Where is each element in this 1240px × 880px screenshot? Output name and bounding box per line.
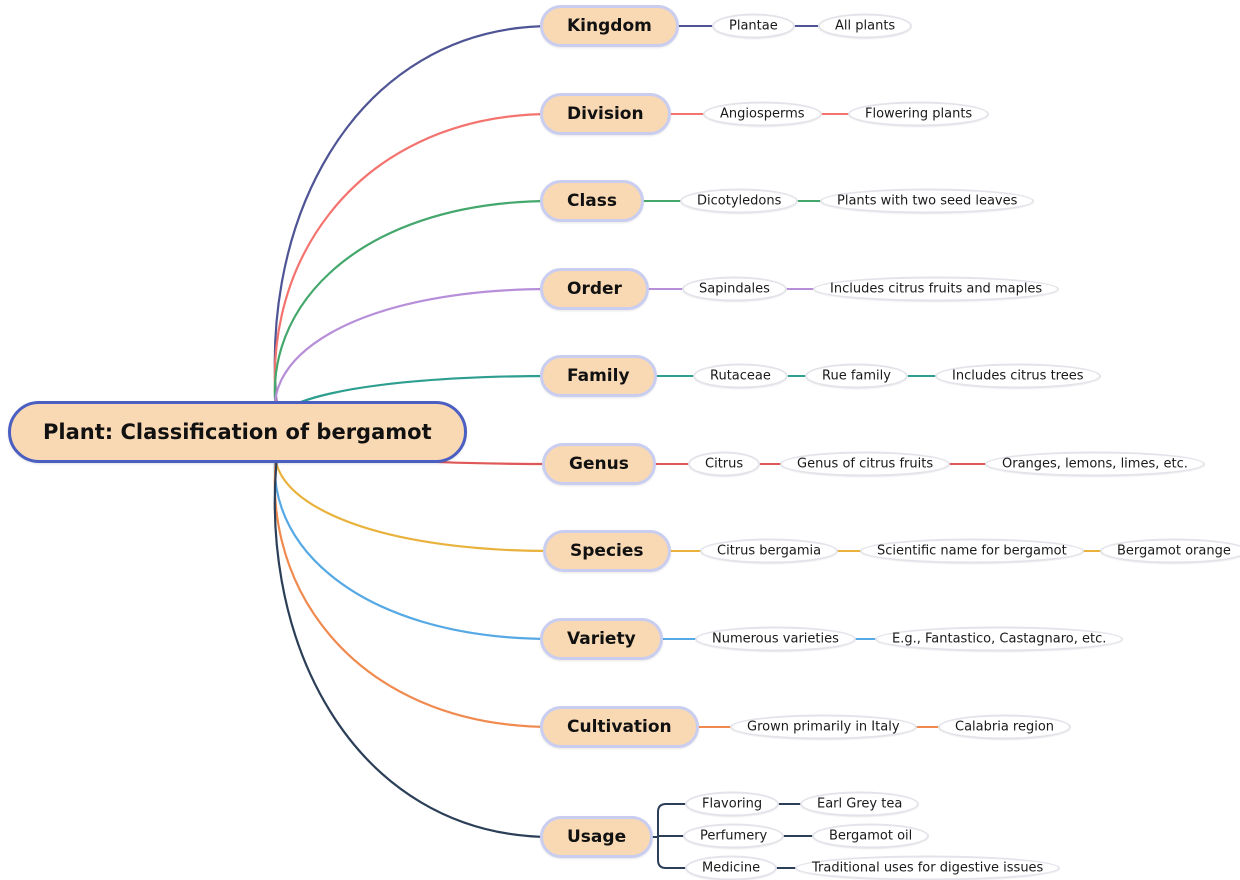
leaf-node-rue-family[interactable]: Rue family <box>805 363 908 389</box>
leaf-node-label: Citrus <box>705 456 744 472</box>
leaf-node-label: Sapindales <box>699 281 770 297</box>
branch-node-cultivation[interactable]: Cultivation <box>540 706 699 748</box>
branch-node-label: Family <box>567 366 630 386</box>
leaf-node-bergamot-oil[interactable]: Bergamot oil <box>812 823 930 849</box>
leaf-node-label: Flavoring <box>702 796 763 812</box>
leaf-node-flavoring[interactable]: Flavoring <box>685 791 780 817</box>
branch-node-species[interactable]: Species <box>543 530 671 572</box>
leaf-node-label: Scientific name for bergamot <box>877 543 1067 559</box>
branch-node-usage[interactable]: Usage <box>540 816 654 858</box>
leaf-node-oranges-lemons-limes[interactable]: Oranges, lemons, limes, etc. <box>985 451 1205 477</box>
leaf-node-variety-examples[interactable]: E.g., Fantastico, Castagnaro, etc. <box>875 626 1124 652</box>
leaf-node-label: Citrus bergamia <box>717 543 822 559</box>
leaf-node-traditional-uses[interactable]: Traditional uses for digestive issues <box>795 855 1061 880</box>
branch-node-label: Class <box>567 191 618 211</box>
leaf-node-label: Bergamot orange <box>1117 543 1231 559</box>
branch-node-label: Kingdom <box>567 16 652 36</box>
leaf-node-bergamot-orange[interactable]: Bergamot orange <box>1100 538 1240 564</box>
branch-curve-division <box>273 112 554 434</box>
leaf-node-citrus-and-maples[interactable]: Includes citrus fruits and maples <box>813 276 1060 302</box>
leaf-node-citrus-bergamia[interactable]: Citrus bergamia <box>700 538 839 564</box>
branch-node-class[interactable]: Class <box>540 180 645 222</box>
leaf-node-label: Calabria region <box>955 719 1055 735</box>
branch-node-label: Cultivation <box>567 717 672 737</box>
leaf-node-label: Medicine <box>702 860 761 876</box>
leaf-node-label: Includes citrus trees <box>952 368 1084 384</box>
leaf-node-rutaceae[interactable]: Rutaceae <box>693 363 788 389</box>
leaf-node-scientific-name[interactable]: Scientific name for bergamot <box>860 538 1084 564</box>
branch-node-variety[interactable]: Variety <box>540 618 663 660</box>
branch-node-label: Species <box>570 541 644 561</box>
leaf-node-label: Perfumery <box>700 828 768 844</box>
branch-node-label: Order <box>567 279 622 299</box>
leaf-node-calabria-region[interactable]: Calabria region <box>938 714 1072 740</box>
leaf-node-label: Plantae <box>729 18 778 34</box>
leaf-node-all-plants[interactable]: All plants <box>818 13 913 39</box>
leaf-node-genus-of-citrus-fruits[interactable]: Genus of citrus fruits <box>780 451 951 477</box>
leaf-node-perfumery[interactable]: Perfumery <box>683 823 785 849</box>
leaf-node-angiosperms[interactable]: Angiosperms <box>703 101 822 127</box>
leaf-node-earl-grey-tea[interactable]: Earl Grey tea <box>800 791 920 817</box>
leaf-node-label: Includes citrus fruits and maples <box>830 281 1043 297</box>
root-node-label: Plant: Classification of bergamot <box>43 420 432 444</box>
leaf-node-label: Genus of citrus fruits <box>797 456 934 472</box>
leaf-node-includes-citrus-trees[interactable]: Includes citrus trees <box>935 363 1101 389</box>
branch-node-kingdom[interactable]: Kingdom <box>540 5 679 47</box>
leaf-node-flowering-plants[interactable]: Flowering plants <box>848 101 990 127</box>
branch-curve-cultivation <box>273 430 554 729</box>
leaf-node-sapindales[interactable]: Sapindales <box>682 276 787 302</box>
leaf-node-plantae[interactable]: Plantae <box>712 13 795 39</box>
leaf-node-label: Angiosperms <box>720 106 805 122</box>
branch-curve-class <box>273 199 554 434</box>
leaf-node-label: Rutaceae <box>710 368 771 384</box>
leaf-node-label: E.g., Fantastico, Castagnaro, etc. <box>892 631 1107 647</box>
leaf-node-label: Dicotyledons <box>697 193 782 209</box>
leaf-node-grown-in-italy[interactable]: Grown primarily in Italy <box>730 714 917 740</box>
branch-curve-kingdom <box>273 24 554 434</box>
branch-node-division[interactable]: Division <box>540 93 671 135</box>
branch-node-label: Division <box>567 104 644 124</box>
branch-node-label: Usage <box>567 827 627 847</box>
leaf-node-label: Flowering plants <box>865 106 973 122</box>
leaf-node-citrus[interactable]: Citrus <box>688 451 761 477</box>
leaf-node-label: Traditional uses for digestive issues <box>812 860 1044 876</box>
branch-node-label: Genus <box>569 454 629 474</box>
branch-curve-usage <box>273 430 554 839</box>
leaf-node-dicotyledons[interactable]: Dicotyledons <box>680 188 799 214</box>
leaf-node-label: All plants <box>835 18 896 34</box>
leaf-node-label: Grown primarily in Italy <box>747 719 900 735</box>
leaf-node-label: Numerous varieties <box>712 631 839 647</box>
leaf-node-numerous-varieties[interactable]: Numerous varieties <box>695 626 856 652</box>
branch-node-order[interactable]: Order <box>540 268 649 310</box>
leaf-node-label: Earl Grey tea <box>817 796 903 812</box>
leaf-node-two-seed-leaves[interactable]: Plants with two seed leaves <box>820 188 1035 214</box>
branch-node-label: Variety <box>567 629 636 649</box>
leaf-node-label: Bergamot oil <box>829 828 913 844</box>
root-node[interactable]: Plant: Classification of bergamot <box>8 401 467 463</box>
branch-node-genus[interactable]: Genus <box>542 443 656 485</box>
leaf-node-medicine[interactable]: Medicine <box>685 855 778 880</box>
branch-node-family[interactable]: Family <box>540 355 657 397</box>
leaf-node-label: Plants with two seed leaves <box>837 193 1018 209</box>
leaf-node-label: Rue family <box>822 368 891 384</box>
leaf-node-label: Oranges, lemons, limes, etc. <box>1002 456 1188 472</box>
